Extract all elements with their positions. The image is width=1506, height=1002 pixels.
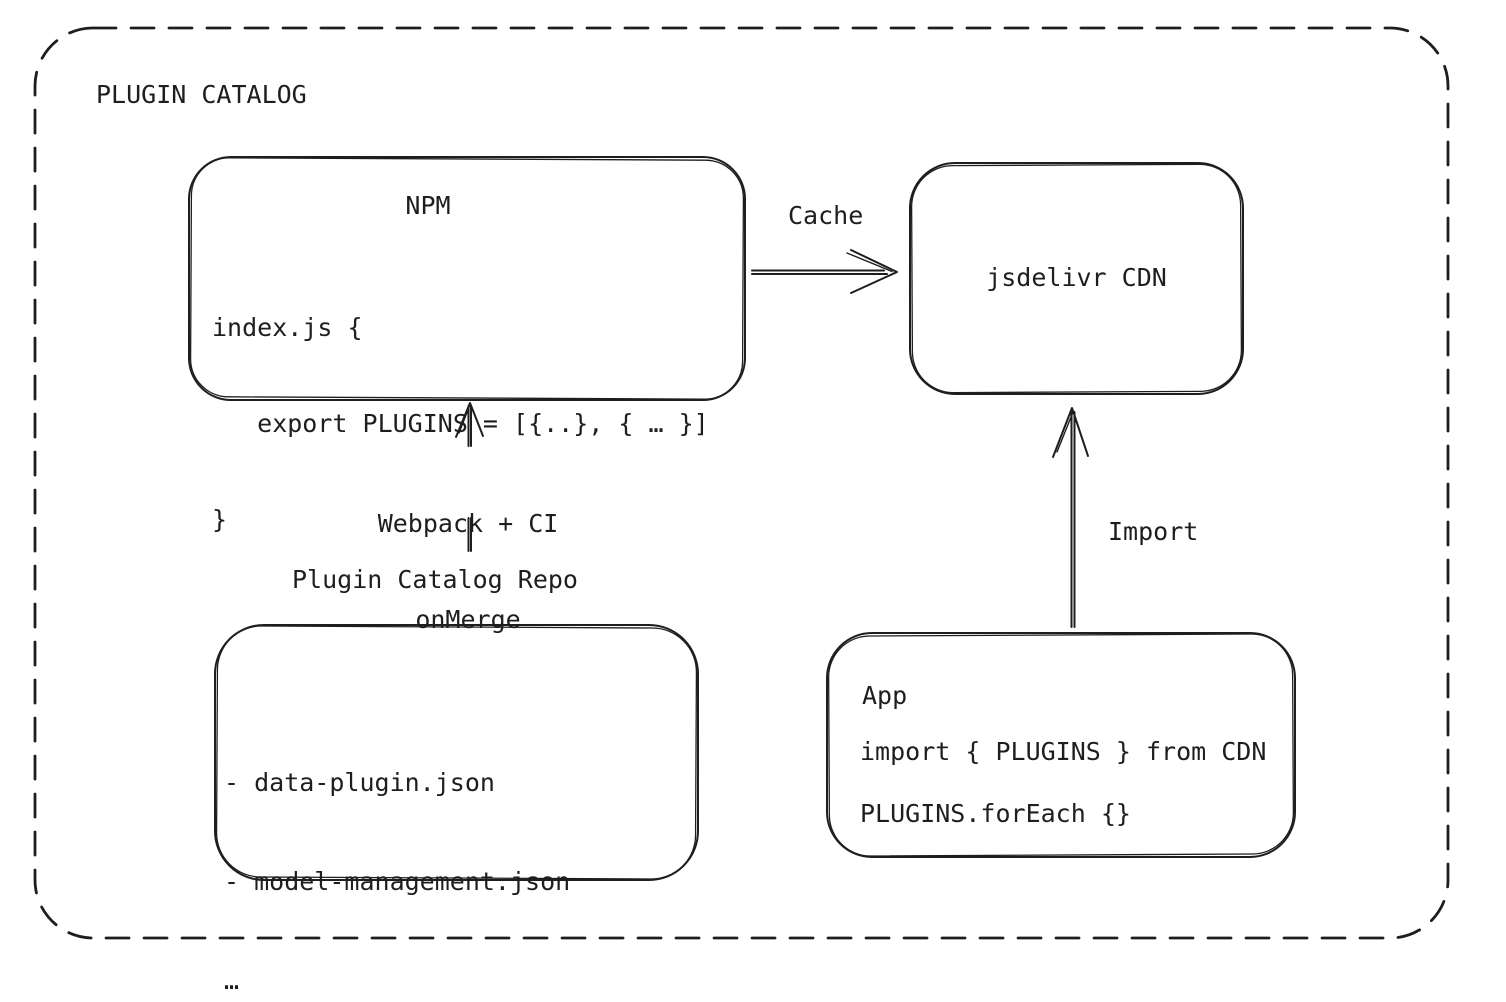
repo-item: - data-plugin.json xyxy=(224,768,495,797)
app-title: App xyxy=(862,681,908,710)
app-box xyxy=(826,632,1296,858)
npm-code: index.js { export PLUGINS = [{..}, { … }… xyxy=(212,248,709,600)
build-arrow xyxy=(455,402,484,552)
app-code-line: PLUGINS.forEach {} xyxy=(860,799,1131,828)
npm-code-line: export PLUGINS = [{..}, { … }] xyxy=(212,409,709,438)
repo-items: - data-plugin.json - model-management.js… xyxy=(224,700,570,1002)
repo-item: … xyxy=(224,966,240,995)
diagram-title: PLUGIN CATALOG xyxy=(96,80,307,109)
build-arrow-label-line: Webpack + CI xyxy=(377,509,559,538)
repo-box xyxy=(214,624,699,881)
cdn-box xyxy=(909,162,1244,395)
npm-title: NPM xyxy=(405,191,451,220)
catalog-dashed-border xyxy=(33,26,1450,940)
build-arrow-label: Webpack + CI onMerge xyxy=(318,444,618,700)
npm-code-line: index.js { xyxy=(212,313,363,342)
npm-code-line: } xyxy=(212,505,228,534)
build-arrow-label-line: onMerge xyxy=(415,605,521,634)
app-code-line: import { PLUGINS } from CDN xyxy=(860,737,1267,766)
repo-item: - model-management.json xyxy=(224,867,571,896)
import-arrow xyxy=(1052,407,1089,628)
cache-arrow xyxy=(751,249,898,294)
repo-label: Plugin Catalog Repo xyxy=(292,565,578,594)
cache-arrow-label: Cache xyxy=(788,201,864,230)
import-arrow-label: Import xyxy=(1108,517,1199,546)
npm-box xyxy=(188,156,746,401)
cdn-label: jsdelivr CDN xyxy=(986,263,1167,292)
